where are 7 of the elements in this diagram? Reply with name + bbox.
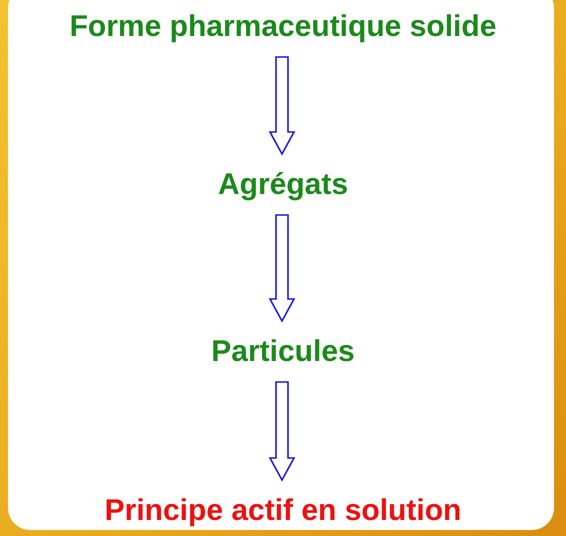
step-label: Agrégats — [216, 168, 350, 201]
hollow-arrow — [268, 214, 296, 323]
hollow-arrow — [268, 56, 296, 156]
step-label: Forme pharmaceutique solide — [68, 10, 498, 43]
step-label: Principe actif en solution — [102, 494, 464, 527]
hollow-arrow — [268, 381, 296, 482]
step-label: Particules — [209, 335, 357, 368]
